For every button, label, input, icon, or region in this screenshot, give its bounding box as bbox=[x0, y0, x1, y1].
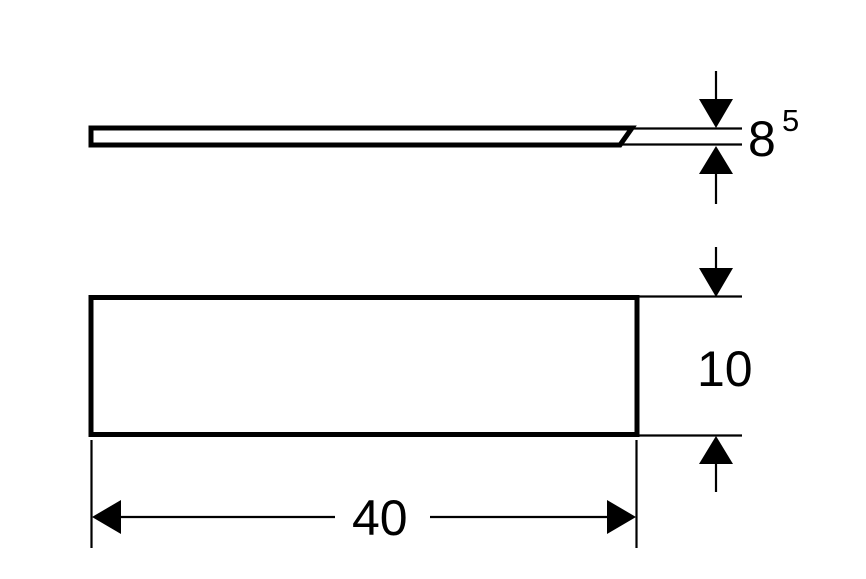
thickness-dimension: 8 5 bbox=[622, 71, 799, 204]
thickness-dimension-label: 8 bbox=[748, 111, 776, 167]
height-dimension-label: 10 bbox=[697, 341, 753, 397]
thickness-dimension-superscript: 5 bbox=[782, 103, 799, 138]
thickness-arrowhead-down bbox=[699, 99, 733, 128]
height-arrowhead-down bbox=[699, 268, 733, 297]
width-dimension-label: 40 bbox=[352, 490, 408, 546]
top-profile-view bbox=[88, 125, 637, 148]
width-dimension: 40 bbox=[90, 440, 638, 548]
front-rectangle-view bbox=[88, 295, 640, 437]
plate-profile-outline bbox=[88, 125, 637, 148]
height-arrowhead-up bbox=[699, 436, 733, 464]
width-arrowhead-left bbox=[92, 500, 121, 534]
width-arrowhead-right bbox=[607, 500, 636, 534]
height-dimension: 10 bbox=[639, 247, 753, 492]
plate-rectangle-outline bbox=[88, 295, 640, 437]
thickness-arrowhead-up bbox=[699, 146, 733, 174]
